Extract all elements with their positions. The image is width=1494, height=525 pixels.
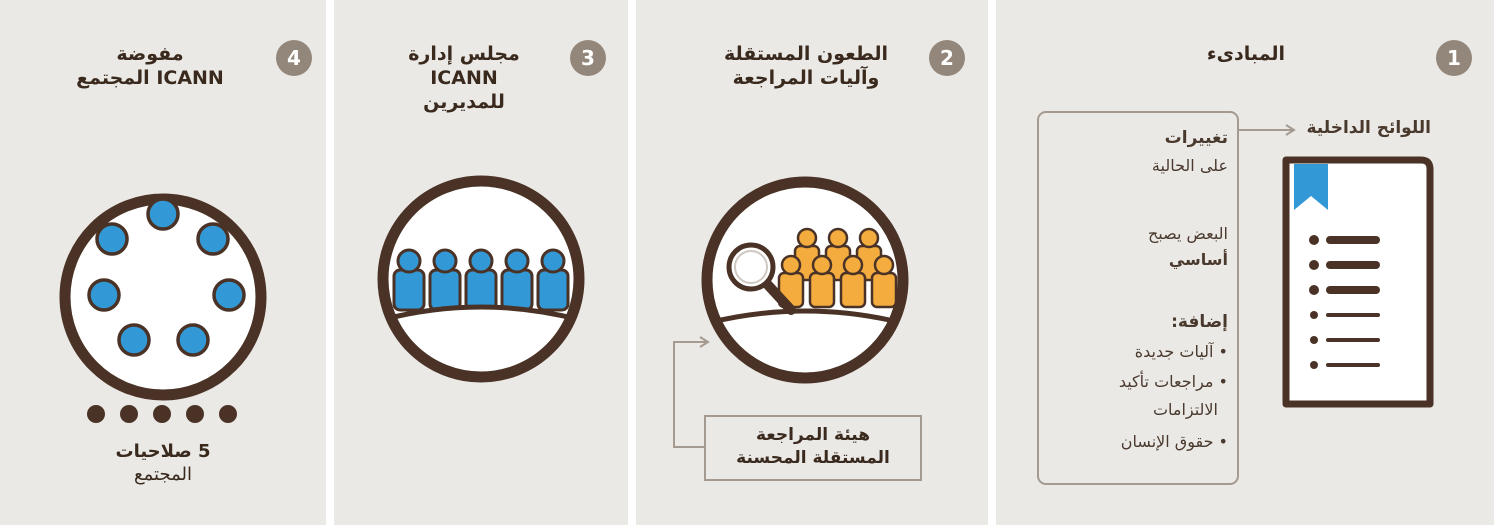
review-panel-label: هيئة المراجعة المستقلة المحسنة <box>705 424 921 470</box>
bullet-item: • حقوق الإنسان <box>1120 432 1228 451</box>
step-3-title: مجلس إدارة ICANN للمديرين <box>364 42 564 114</box>
connector-arrow-icon <box>673 336 710 448</box>
step-2-title-line-2: وآليات المراجعة <box>732 67 880 89</box>
five-powers-dots-icon <box>87 405 237 423</box>
document-icon <box>1282 156 1434 408</box>
step-3-title-line-2: ICANN <box>430 67 498 89</box>
step-1-title: المبادىء <box>1166 42 1326 66</box>
some-become-line-2: أساسي <box>1168 250 1228 269</box>
step-2-panel: 2 الطعون المستقلة وآليات المراجعة <box>636 0 988 525</box>
review-panel-line-2: المستقلة المحسنة <box>736 448 890 468</box>
step-4-title-line-2: ICANN المجتمع <box>76 67 224 89</box>
step-3-title-line-1: مجلس إدارة <box>408 43 520 65</box>
community-powers-line-1: 5 صلاحيات <box>115 441 211 462</box>
community-members-icon <box>87 197 246 357</box>
step-2-title-line-1: الطعون المستقلة <box>723 43 889 65</box>
step-1-title-line-1: المبادىء <box>1206 43 1286 65</box>
bullet-text: آليات جديدة <box>1134 342 1214 361</box>
step-4-panel: 4 مفوضة ICANN المجتمع 5 صلاحيات المجتمع <box>0 0 326 525</box>
review-circle-icon <box>673 176 922 481</box>
bylaws-label: اللوائح الداخلية <box>1306 118 1432 138</box>
step-1-number-badge: 1 <box>1436 40 1472 76</box>
circle-frame-icon <box>377 175 585 383</box>
step-1-panel: 1 المبادىء اللوائح الداخلية تغييرات على <box>996 0 1494 525</box>
bullet-item: • آليات جديدة <box>1134 342 1228 361</box>
community-circle-icon <box>59 193 267 423</box>
step-2-number-badge: 2 <box>929 40 965 76</box>
community-powers-label: 5 صلاحيات المجتمع <box>63 440 263 486</box>
step-3-panel: 3 مجلس إدارة ICANN للمديرين <box>334 0 628 525</box>
connector-arrow-icon <box>1238 124 1296 136</box>
circle-frame-icon <box>701 176 909 384</box>
bylaws-diagram <box>1037 111 1434 485</box>
review-panel-box <box>704 415 922 481</box>
step-4-number-badge: 4 <box>276 40 312 76</box>
bullet-text: حقوق الإنسان <box>1120 432 1214 451</box>
community-powers-line-2: المجتمع <box>134 464 192 485</box>
step-2-title: الطعون المستقلة وآليات المراجعة <box>696 42 916 90</box>
changes-box <box>1037 111 1239 485</box>
changes-heading: تغييرات <box>1164 128 1228 148</box>
additions-heading: إضافة: <box>1171 312 1228 332</box>
bullet-item: • مراجعات تأكيد <box>1118 372 1228 391</box>
step-4-title: مفوضة ICANN المجتمع <box>40 42 260 90</box>
bookmark-icon <box>1294 164 1328 210</box>
bullet-continuation: الالتزامات <box>1152 400 1218 419</box>
step-4-title-line-1: مفوضة <box>116 43 184 65</box>
step-3-title-line-3: للمديرين <box>423 91 505 113</box>
step-3-number-badge: 3 <box>570 40 606 76</box>
magnifier-icon <box>726 242 796 315</box>
board-circle-icon <box>377 175 585 383</box>
review-panel-line-1: هيئة المراجعة <box>755 425 871 445</box>
bullet-text: مراجعات تأكيد <box>1118 372 1214 391</box>
changes-sub: على الحالية <box>1151 156 1228 175</box>
some-become-line-1: البعض يصبح <box>1147 224 1228 243</box>
